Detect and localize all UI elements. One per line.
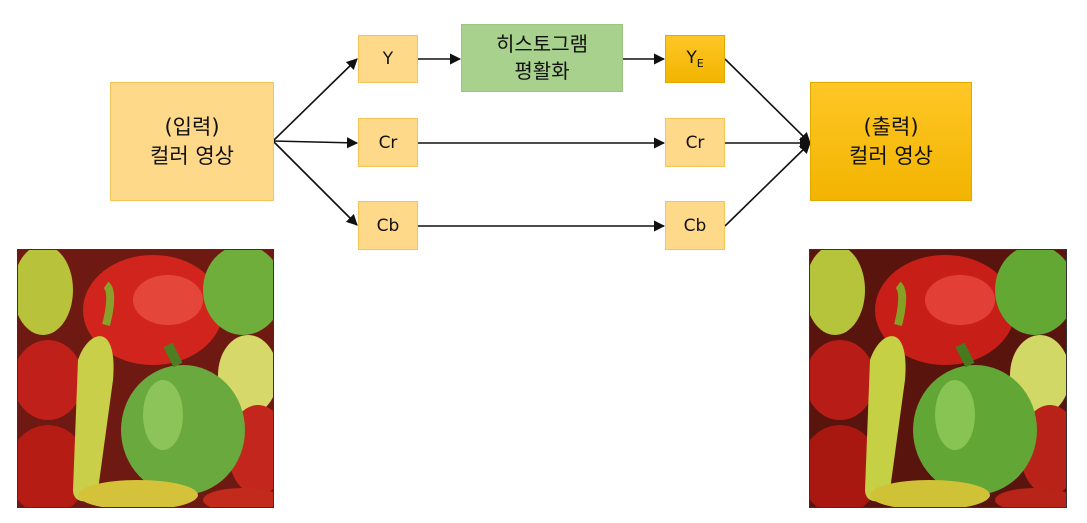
y-channel-box: Y [358,35,418,83]
arrow-cbout-to-output [724,142,811,227]
ye-main: Y [686,48,697,68]
input-color-image-box: (입력) 컬러 영상 [110,82,274,201]
y-channel-label: Y [382,49,394,69]
cr-input-label: Cr [378,132,398,153]
cb-input-box: Cb [358,201,418,250]
ye-subscript: E [696,57,704,70]
cr-input-box: Cr [358,118,418,167]
input-box-line2: 컬러 영상 [150,143,234,168]
arrow-ye-to-output [724,58,811,144]
cb-output-box: Cb [665,201,725,250]
arrow-input-to-y [272,58,358,142]
output-box-line2: 컬러 영상 [849,143,933,168]
cb-output-label: Cb [683,215,707,236]
he-box-line2: 평활화 [514,59,570,83]
output-color-image-box: (출력) 컬러 영상 [810,82,972,201]
output-peppers-image [809,249,1067,508]
cr-output-label: Cr [685,132,705,153]
cb-input-label: Cb [376,215,400,236]
ye-channel-box: YE [665,35,725,83]
input-peppers-image [17,249,274,508]
arrow-input-to-cb [272,140,358,226]
cr-output-box: Cr [665,118,725,167]
he-box-line1: 히스토그램 [496,32,588,56]
arrow-input-to-cr [272,137,359,149]
histogram-equalization-box: 히스토그램 평활화 [461,24,623,92]
output-box-line1: (출력) [863,114,919,139]
input-box-line1: (입력) [164,114,220,139]
ye-channel-label: YE [686,48,703,70]
